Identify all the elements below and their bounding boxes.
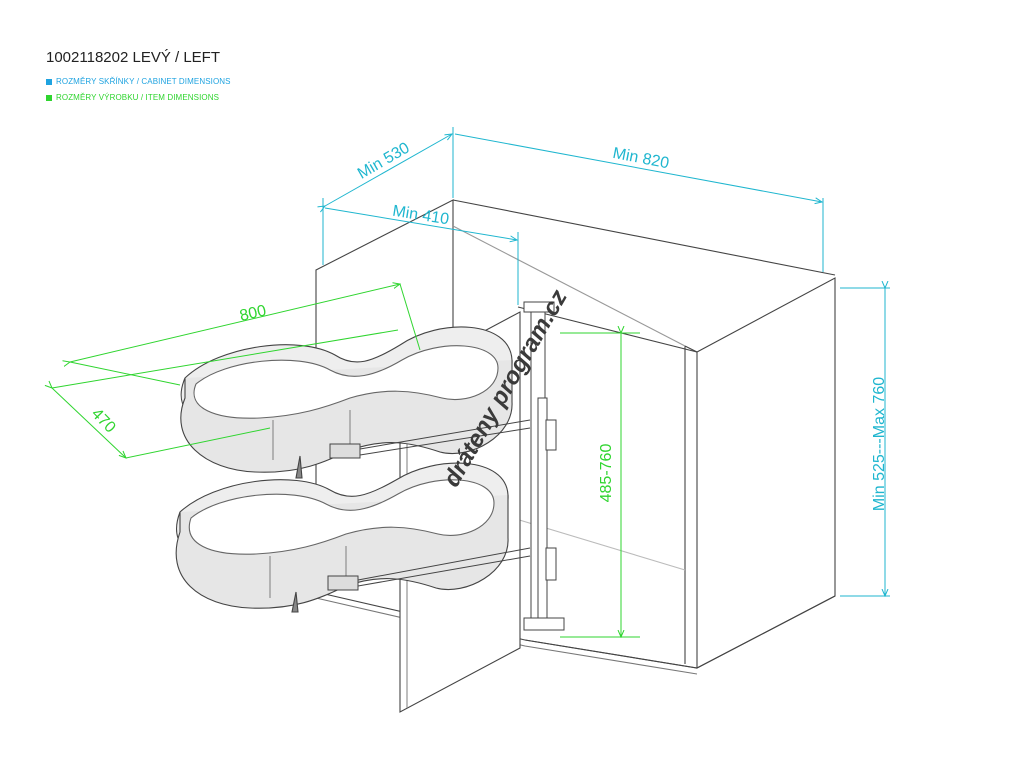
legend-item-label: ROZMĚRY VÝROBKU / ITEM DIMENSIONS [56,93,220,102]
cabinet-right-panel [696,277,836,669]
dim-800: 800 [238,302,268,325]
swing-mechanism-pole [523,301,565,631]
kidney-basket-lower [175,462,509,613]
basket-arm-lower [327,547,531,591]
legend-cabinet: ROZMĚRY SKŘÍNKY / CABINET DIMENSIONS [46,77,231,86]
legend-cabinet-swatch [46,78,52,85]
cabinet-top-edge [452,199,836,276]
dim-485-760: 485-760 [598,444,615,503]
legend-cabinet-label: ROZMĚRY SKŘÍNKY / CABINET DIMENSIONS [56,77,231,86]
basket-arm-upper [329,419,531,459]
legend-item-swatch [46,94,52,101]
pole-clamp-lower [545,547,557,581]
pole-clamp-upper [545,419,557,451]
cabinet-dimensions [323,127,890,596]
dim-470: 470 [88,405,119,436]
dim-cabinet-height: Min 525---Max 760 [871,377,888,511]
pole-bottom-bracket [523,617,565,631]
legend-item: ROZMĚRY VÝROBKU / ITEM DIMENSIONS [46,93,219,102]
item-dimensions [52,284,640,637]
product-title: 1002118202 LEVÝ / LEFT [46,49,221,66]
